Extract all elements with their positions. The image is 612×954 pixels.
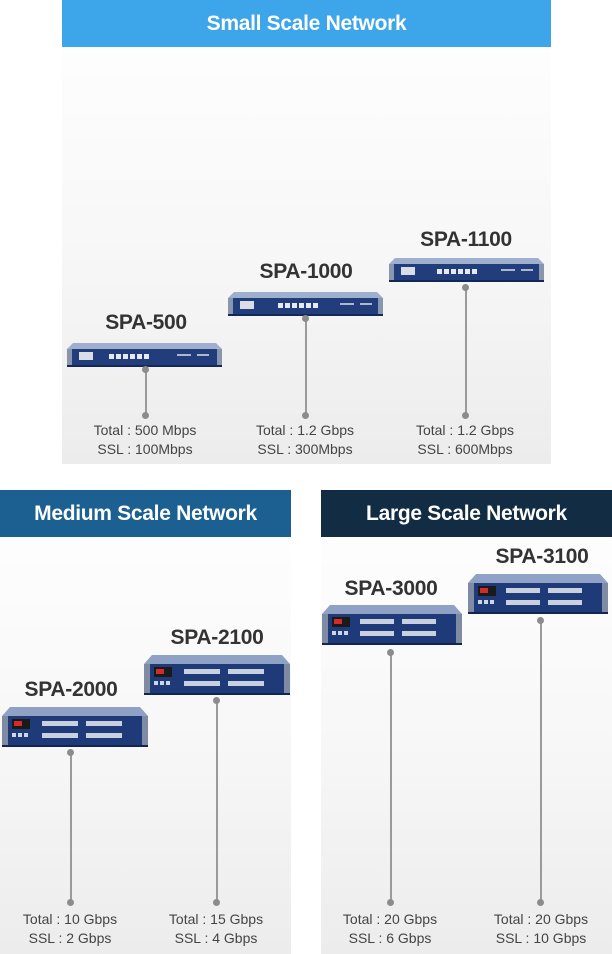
device-image-spa-2100 (144, 655, 290, 695)
spec-ssl-spa-500: SSL : 100Mbps (97, 441, 193, 457)
spec-spa-1000: Total : 1.2 Gbps SSL : 300Mbps (256, 421, 354, 459)
small-scale-header: Small Scale Network (62, 0, 551, 47)
device-title-spa-2100: SPA-2100 (170, 626, 264, 649)
device-title-spa-500: SPA-500 (105, 311, 187, 334)
spec-ssl-spa-2000: SSL : 2 Gbps (28, 930, 112, 946)
device-title-spa-2000: SPA-2000 (24, 678, 118, 701)
spec-total-spa-3000: Total : 20 Gbps (342, 911, 438, 927)
device-image-spa-3100 (468, 574, 608, 614)
spec-total-spa-1100: Total : 1.2 Gbps (415, 422, 515, 438)
connector-end-dot-spa-1000 (302, 412, 309, 419)
connector-dot-spa-3100 (537, 617, 544, 624)
connector-line-spa-3100 (540, 620, 542, 904)
spec-total-spa-3100: Total : 20 Gbps (493, 911, 589, 927)
spec-spa-3100: Total : 20 Gbps SSL : 10 Gbps (494, 910, 588, 948)
connector-dot-spa-500 (142, 366, 149, 373)
connector-line-spa-2000 (70, 752, 72, 904)
spec-ssl-spa-2100: SSL : 4 Gbps (174, 930, 258, 946)
spec-spa-2000: Total : 10 Gbps SSL : 2 Gbps (23, 910, 117, 948)
connector-end-dot-spa-2000 (67, 899, 74, 906)
connector-line-spa-1100 (465, 287, 467, 417)
spec-ssl-spa-1000: SSL : 300Mbps (257, 441, 353, 457)
spec-spa-3000: Total : 20 Gbps SSL : 6 Gbps (343, 910, 437, 948)
connector-end-dot-spa-3100 (537, 899, 544, 906)
small-scale-title: Small Scale Network (206, 11, 407, 35)
device-title-spa-3000: SPA-3000 (344, 577, 438, 600)
spec-ssl-spa-3000: SSL : 6 Gbps (348, 930, 432, 946)
connector-line-spa-3000 (390, 652, 392, 904)
spec-spa-2100: Total : 15 Gbps SSL : 4 Gbps (169, 910, 263, 948)
spec-total-spa-1000: Total : 1.2 Gbps (255, 422, 355, 438)
device-title-spa-1000: SPA-1000 (259, 260, 353, 283)
device-image-spa-1100 (389, 258, 544, 282)
spec-ssl-spa-1100: SSL : 600Mbps (417, 441, 513, 457)
device-image-spa-2000 (2, 707, 148, 747)
connector-end-dot-spa-3000 (387, 899, 394, 906)
device-title-spa-1100: SPA-1100 (420, 228, 512, 251)
spec-spa-1100: Total : 1.2 Gbps SSL : 600Mbps (416, 421, 514, 459)
connector-end-dot-spa-1100 (462, 412, 469, 419)
connector-line-spa-1000 (305, 318, 307, 417)
connector-dot-spa-1000 (302, 315, 309, 322)
spec-total-spa-500: Total : 500 Mbps (93, 422, 197, 438)
device-image-spa-3000 (322, 605, 462, 645)
spec-total-spa-2000: Total : 10 Gbps (22, 911, 118, 927)
large-scale-header: Large Scale Network (321, 490, 612, 537)
large-scale-panel: Large Scale Network (321, 490, 612, 954)
medium-scale-header: Medium Scale Network (0, 490, 291, 537)
medium-scale-title: Medium Scale Network (34, 501, 257, 525)
connector-dot-spa-3000 (387, 649, 394, 656)
connector-dot-spa-2000 (67, 749, 74, 756)
connector-dot-spa-1100 (462, 284, 469, 291)
spec-total-spa-2100: Total : 15 Gbps (168, 911, 264, 927)
spec-ssl-spa-3100: SSL : 10 Gbps (495, 930, 587, 946)
large-scale-title: Large Scale Network (366, 501, 567, 525)
connector-end-dot-spa-500 (142, 412, 149, 419)
device-image-spa-500 (67, 343, 222, 367)
device-title-spa-3100: SPA-3100 (495, 545, 589, 568)
device-image-spa-1000 (228, 292, 383, 316)
connector-line-spa-500 (145, 369, 147, 417)
spec-spa-500: Total : 500 Mbps SSL : 100Mbps (94, 421, 197, 459)
connector-line-spa-2100 (216, 700, 218, 904)
connector-end-dot-spa-2100 (213, 899, 220, 906)
connector-dot-spa-2100 (213, 697, 220, 704)
